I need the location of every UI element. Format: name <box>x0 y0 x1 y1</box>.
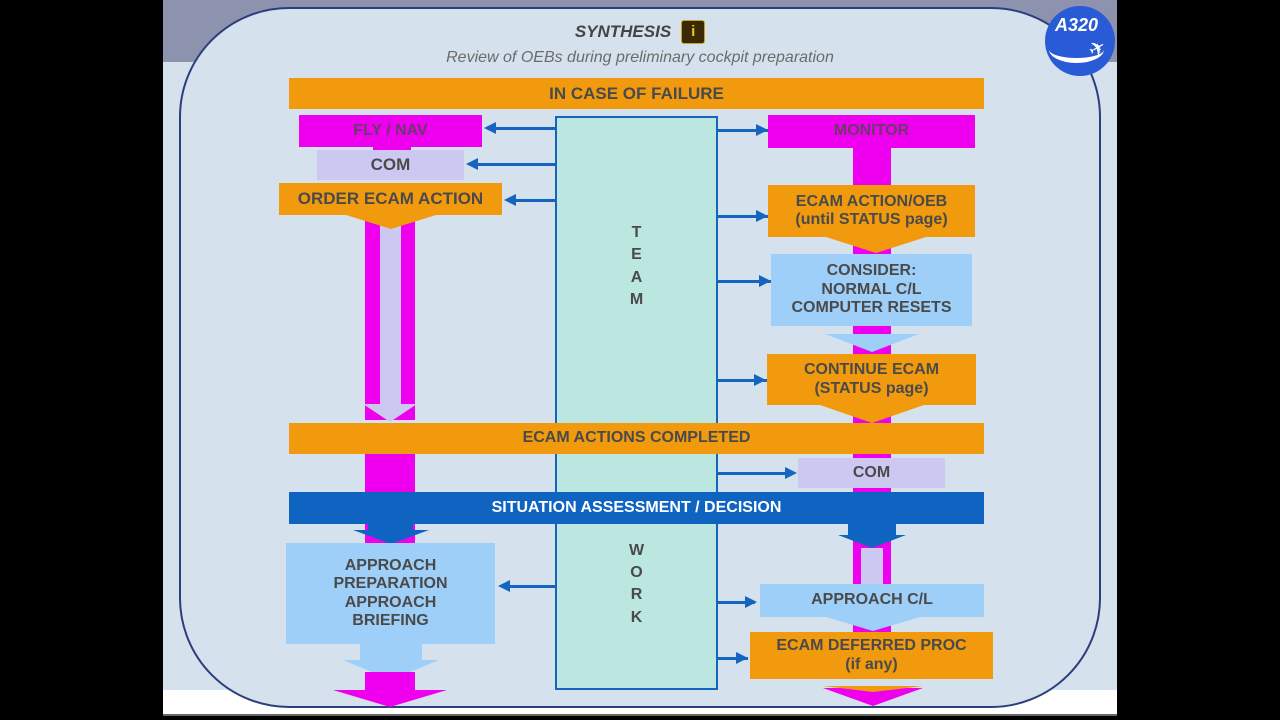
monitor-box: MONITOR <box>768 115 975 148</box>
work-letter: K <box>630 608 643 626</box>
ecam-action-arrowhead <box>826 237 926 253</box>
order-ecam-arrowhead <box>346 215 436 229</box>
arrow-to-com-right <box>718 472 788 475</box>
team-letter: M <box>629 291 644 309</box>
line: APPROACH <box>344 556 437 574</box>
right-final-arrowhead <box>823 688 923 706</box>
line: (if any) <box>845 655 898 673</box>
arrow-to-ecam-deferred <box>718 657 748 660</box>
line: NORMAL C/L <box>821 280 922 298</box>
info-icon[interactable]: i <box>681 20 706 44</box>
arrow-to-flynav <box>496 127 556 130</box>
decision-arrowhead-right <box>838 535 906 548</box>
left-final-stem <box>365 672 415 690</box>
continue-ecam-box: CONTINUE ECAM (STATUS page) <box>767 354 976 405</box>
order-ecam-action-box: ORDER ECAM ACTION <box>279 183 502 215</box>
fly-nav-box: FLY / NAV <box>299 115 482 147</box>
arrowhead-right <box>756 210 768 222</box>
work-letter: R <box>630 586 643 604</box>
title: SYNTHESIS i <box>163 20 1117 44</box>
arrow-to-consider <box>718 280 771 283</box>
swoosh-icon <box>1049 36 1104 63</box>
arrow-to-com-left <box>478 163 556 166</box>
arrowhead-right <box>745 596 757 608</box>
arrow-to-approach-prep <box>510 585 555 588</box>
decision-arrow-stem-left <box>368 524 413 532</box>
continue-ecam-arrowhead <box>820 405 924 423</box>
line: (STATUS page) <box>814 379 929 397</box>
consider-box: CONSIDER: NORMAL C/L COMPUTER RESETS <box>771 254 972 326</box>
line: COMPUTER RESETS <box>791 299 952 317</box>
approach-preparation-box: APPROACH PREPARATION APPROACH BRIEFING <box>286 543 495 644</box>
line: APPROACH <box>344 593 437 611</box>
arrow-to-monitor <box>718 129 768 132</box>
arrowhead-right <box>759 275 771 287</box>
team-label: T E A M <box>630 222 643 312</box>
com-box-left: COM <box>317 150 464 180</box>
line: CONTINUE ECAM <box>803 361 940 379</box>
line: CONSIDER: <box>826 262 917 280</box>
arrowhead-right <box>754 374 766 386</box>
team-letter: T <box>631 224 642 241</box>
left-final-arrowhead <box>333 690 447 707</box>
situation-assessment-banner: SITUATION ASSESSMENT / DECISION <box>289 492 984 524</box>
in-case-of-failure-banner: IN CASE OF FAILURE <box>289 78 984 109</box>
right-flow-inner <box>861 548 883 588</box>
arrowhead-left <box>466 158 478 170</box>
team-letter: E <box>631 246 642 264</box>
approach-cl-box: APPROACH C/L <box>760 584 984 617</box>
subtitle: Review of OEBs during preliminary cockpi… <box>446 49 834 66</box>
title-text: SYNTHESIS <box>574 22 672 41</box>
line: PREPARATION <box>333 575 448 593</box>
line: (until STATUS page) <box>795 211 948 228</box>
ecam-action-oeb-box: ECAM ACTION/OEB (until STATUS page) <box>768 185 975 237</box>
ecam-deferred-proc-box: ECAM DEFERRED PROC (if any) <box>750 632 993 679</box>
logo-text: A320 <box>1055 15 1099 35</box>
com-box-right: COM <box>798 458 945 488</box>
approach-prep-arrow-stem <box>360 644 422 664</box>
decision-arrowhead-left <box>353 530 429 544</box>
bottom-divider <box>163 714 1117 716</box>
consider-arrowhead <box>825 334 919 352</box>
arrow-to-order-ecam <box>516 199 556 202</box>
left-flow-inner <box>380 215 401 405</box>
work-letter: W <box>628 541 645 559</box>
line: ECAM DEFERRED PROC <box>776 637 967 655</box>
arrowhead-left <box>498 580 510 592</box>
arrow-to-continue-ecam <box>718 379 768 382</box>
ecam-deferred-arrowhead <box>823 686 923 692</box>
line: ECAM ACTION/OEB <box>795 192 948 210</box>
ecam-actions-completed-banner: ECAM ACTIONS COMPLETED <box>289 423 984 454</box>
arrowhead-right <box>785 467 797 479</box>
arrowhead-right <box>736 652 748 664</box>
work-letter: O <box>630 563 643 581</box>
arrowhead-left <box>484 122 496 134</box>
approach-cl-arrowhead <box>826 617 920 631</box>
arrowhead-right <box>756 124 768 136</box>
arrow-to-approach-cl <box>718 601 755 604</box>
a320-logo: A320 ✈ <box>1045 6 1115 76</box>
decision-arrow-stem-right <box>848 524 896 536</box>
arrow-to-ecam-action <box>718 215 768 218</box>
line: BRIEFING <box>352 611 429 629</box>
left-flow-arrowhead <box>363 404 417 422</box>
monitor-stem <box>853 145 891 187</box>
team-work-box: T E A M W O R K <box>555 116 718 690</box>
team-letter: A <box>630 268 643 286</box>
slide: SYNTHESIS i Review of OEBs during prelimi… <box>163 0 1117 716</box>
work-label: W O R K <box>629 540 644 630</box>
arrowhead-left <box>504 194 516 206</box>
